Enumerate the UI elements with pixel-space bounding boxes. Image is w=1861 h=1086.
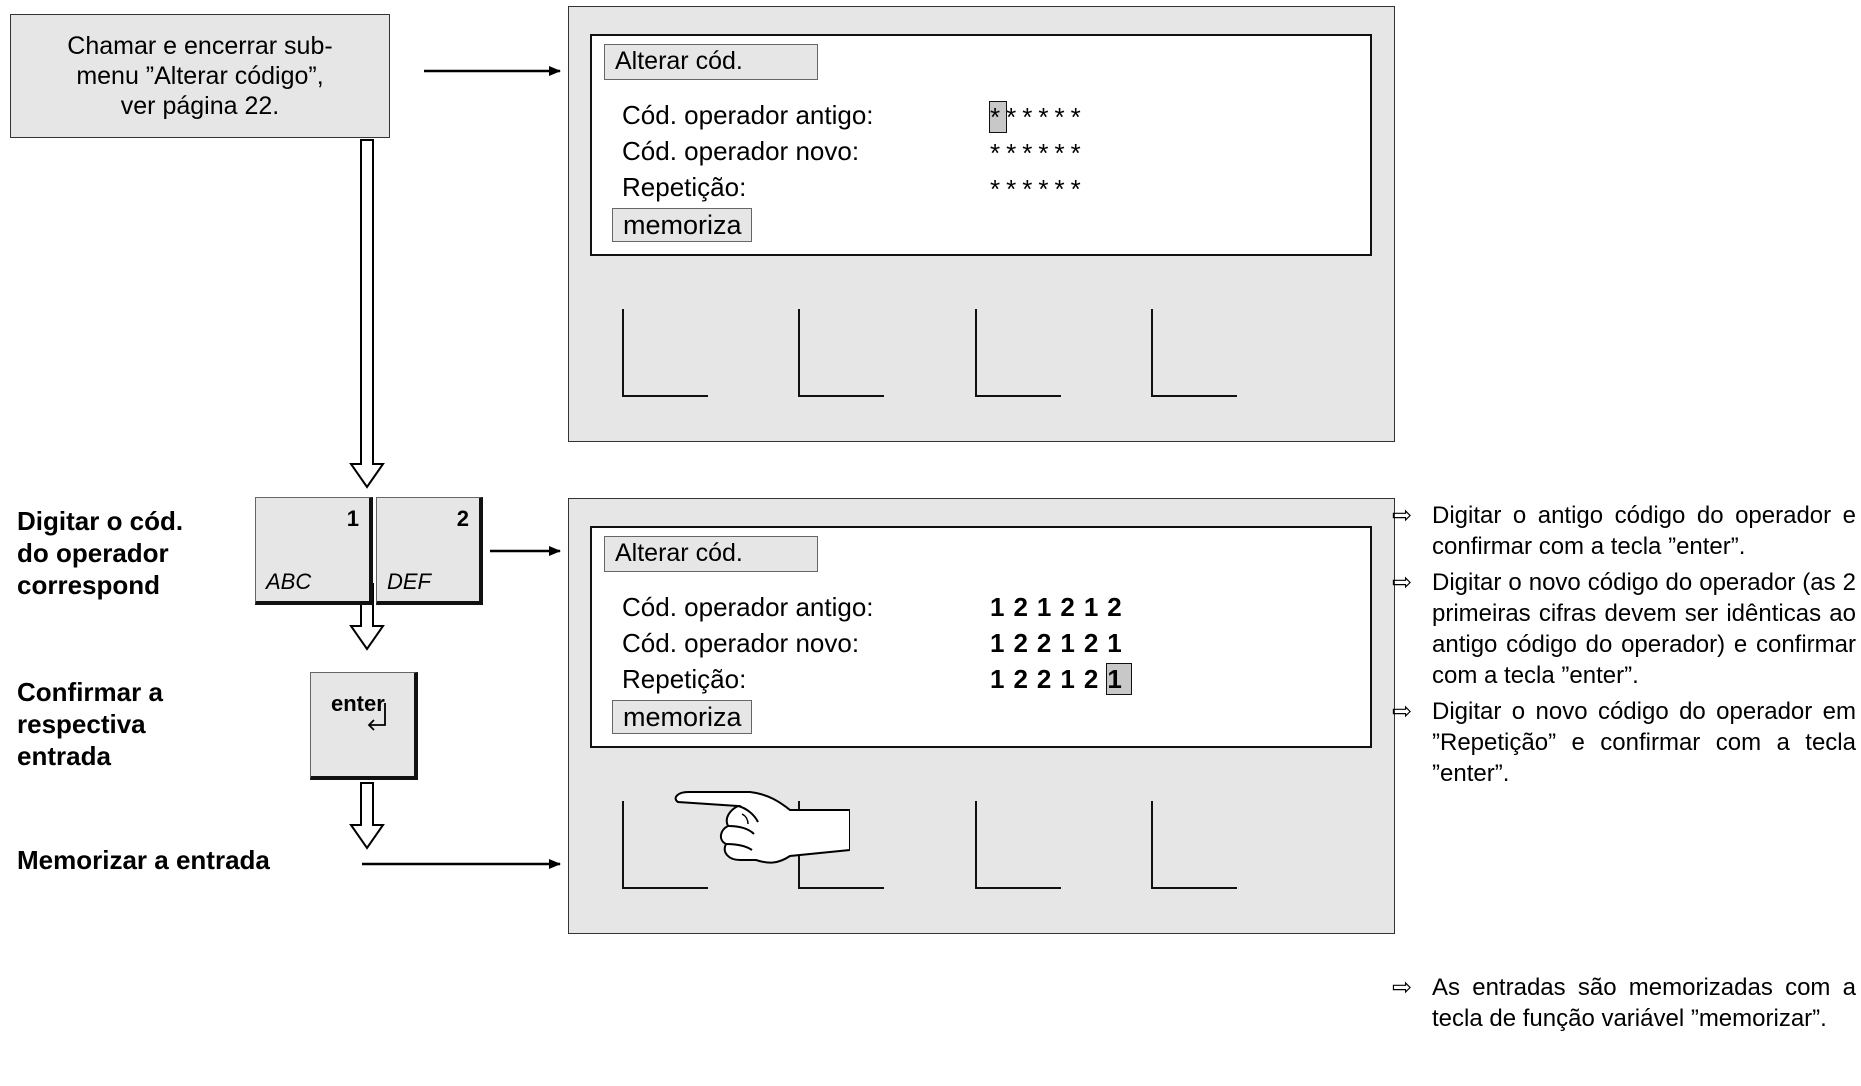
softkey-4[interactable] [1151, 309, 1237, 397]
softkey-1[interactable] [622, 801, 708, 889]
enter-label: enter [331, 691, 385, 716]
lcd-display-2: Alterar cód. Cód. operador antigo: 12121… [590, 526, 1372, 748]
label-old-code: Cód. operador antigo: [622, 592, 874, 622]
note-text: Digitar o novo código do operador em ”Re… [1432, 698, 1856, 787]
memoriza-button[interactable]: memoriza [612, 700, 752, 734]
label-old-code: Cód. operador antigo: [622, 100, 874, 130]
lcd-display-1: Alterar cód. Cód. operador antigo: *****… [590, 34, 1372, 256]
screen-title: Alterar cód. [604, 536, 818, 572]
step-store: Memorizar a entrada [17, 845, 270, 875]
step-confirm: Confirmar a respectiva entrada [17, 677, 163, 771]
device-screen-2: Alterar cód. Cód. operador antigo: 12121… [568, 498, 1395, 934]
softkey-3[interactable] [975, 801, 1061, 889]
softkey-3[interactable] [975, 309, 1061, 397]
value-old-code: ****** [988, 101, 1087, 133]
value-repeat: 122121 [990, 663, 1132, 695]
value-old-code: 121212 [990, 592, 1131, 622]
enter-return-icon [367, 703, 386, 731]
instructions-list: ⇨ Digitar o antigo código do operador e … [1392, 500, 1856, 794]
step-enter-code: Digitar o cód. do operador correspond [17, 506, 184, 600]
value-new-code: ****** [990, 138, 1087, 168]
arrow-bullet-icon: ⇨ [1392, 698, 1413, 725]
memoriza-button[interactable]: memoriza [612, 208, 752, 242]
enter-key[interactable]: enter [310, 672, 418, 780]
note-item: ⇨ Digitar o novo código do operador (as … [1392, 567, 1856, 691]
key-letters: ABC [266, 569, 312, 594]
masked-old-code: ***** [1006, 102, 1087, 132]
key-letters: DEF [387, 569, 431, 594]
note-item: ⇨ Digitar o antigo código do operador e … [1392, 500, 1856, 562]
callout-text: Chamar e encerrar sub- menu ”Alterar cód… [67, 32, 333, 120]
key-1-abc[interactable]: 1 ABC [255, 497, 373, 605]
note-item: ⇨ Digitar o novo código do operador em ”… [1392, 696, 1856, 789]
note-text: As entradas são memorizadas com a tecla … [1432, 974, 1856, 1032]
screen-title: Alterar cód. [604, 44, 818, 80]
submenu-callout: Chamar e encerrar sub- menu ”Alterar cód… [10, 14, 390, 138]
cursor-highlight: * [988, 101, 1008, 133]
note-item: ⇨ As entradas são memorizadas com a tecl… [1392, 972, 1856, 1034]
softkey-4[interactable] [1151, 801, 1237, 889]
hollow-arrow-short-1 [349, 583, 385, 651]
key-number: 1 [346, 506, 359, 531]
cursor-highlight: 1 [1106, 663, 1132, 695]
label-new-code: Cód. operador novo: [622, 628, 860, 658]
arrow-bullet-icon: ⇨ [1392, 502, 1413, 529]
softkey-2[interactable] [798, 309, 884, 397]
device-screen-1: Alterar cód. Cód. operador antigo: *****… [568, 6, 1395, 442]
key-number: 2 [456, 506, 469, 531]
instructions-list-2: ⇨ As entradas são memorizadas com a tecl… [1392, 972, 1856, 1039]
value-repeat: ****** [990, 174, 1087, 204]
label-repeat: Repetição: [622, 664, 747, 694]
label-repeat: Repetição: [622, 172, 747, 202]
note-text: Digitar o antigo código do operador e co… [1432, 502, 1856, 560]
arrow-bullet-icon: ⇨ [1392, 974, 1413, 1001]
label-new-code: Cód. operador novo: [622, 136, 860, 166]
value-new-code: 122121 [990, 628, 1131, 658]
hollow-arrow-long [349, 139, 385, 489]
note-text: Digitar o novo código do operador (as 2 … [1432, 569, 1856, 689]
repeat-digits: 12212 [990, 664, 1108, 694]
arrow-bullet-icon: ⇨ [1392, 569, 1413, 596]
hollow-arrow-short-2 [349, 782, 385, 850]
key-2-def[interactable]: 2 DEF [376, 497, 483, 605]
softkey-1[interactable] [622, 309, 708, 397]
pointing-hand-icon [674, 791, 850, 864]
